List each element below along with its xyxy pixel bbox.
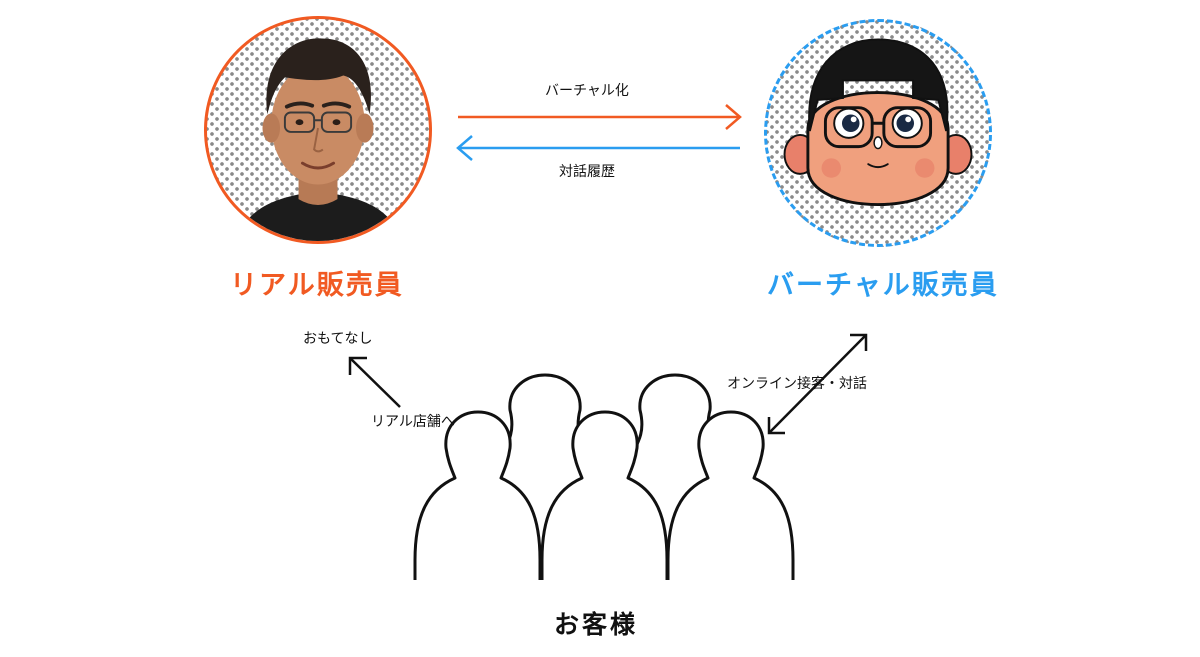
virtual-salesperson-avatar [764, 19, 992, 247]
people-group-icon [413, 373, 795, 580]
to-real-store-label: リアル店舗へ [371, 414, 455, 430]
virtualize-arrow [458, 104, 742, 130]
online-arrow [767, 333, 868, 435]
real-salesperson-title: リアル販売員 [230, 270, 404, 301]
cartoon-character-icon [783, 38, 973, 207]
store-arrow [348, 356, 401, 408]
history-arrow [456, 135, 740, 161]
virtual-salesperson-title: バーチャル販売員 [767, 270, 999, 301]
customers-title: お客様 [554, 610, 639, 639]
online-service-label: オンライン接客・対話 [727, 376, 867, 392]
real-salesperson-avatar [204, 16, 432, 244]
omotenashi-label: おもてなし [303, 331, 373, 347]
person-photo-icon [236, 38, 402, 241]
virtualize-label: バーチャル化 [545, 83, 629, 99]
conversation-history-label: 対話履歴 [559, 164, 615, 180]
